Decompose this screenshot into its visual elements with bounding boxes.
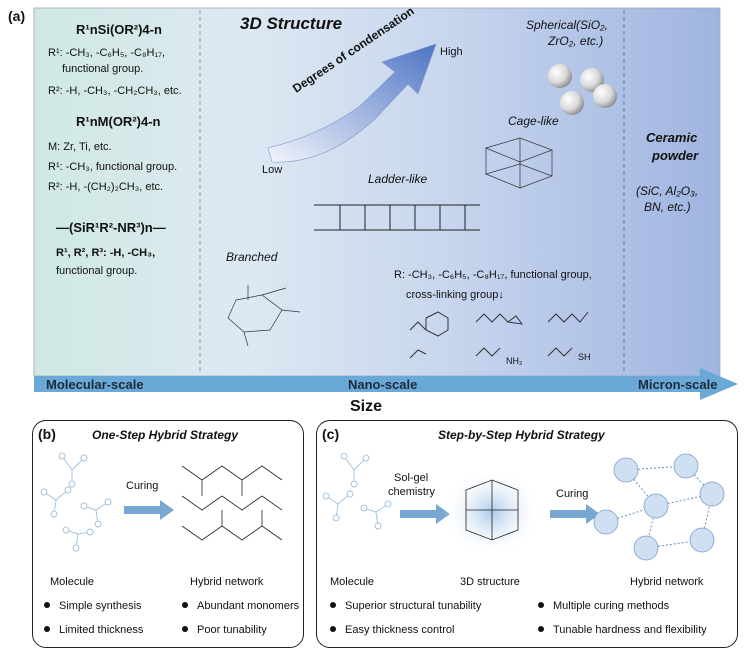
bullet-c-4: Tunable hardness and flexibility [538,624,707,636]
formula-silazane: —(SiR¹R²-NR³)n— [56,220,166,235]
size-arrow [34,368,738,400]
panel-b-graphics [40,452,283,552]
sphere [593,84,617,108]
sphere [560,91,584,115]
solgel-label: Sol-gel [394,472,429,484]
nh2-label: NH₂ [506,356,523,366]
panel-a-graphics [33,7,738,400]
branched-label: Branched [226,250,278,264]
formula-metal-m: M: Zr, Ti, etc. [48,141,112,153]
network-label-c: Hybrid network [630,576,704,588]
cage-structure [484,137,553,189]
curing-arrow-b [124,500,174,520]
ceramic-title: Ceramic [646,130,698,145]
formula-metal-r2: R²: -H, -(CH₂)₂CH₃, etc. [48,181,164,193]
bullet-c-1: Superior structural tunability [330,600,481,612]
solgel-label-2: chemistry [388,486,436,498]
panel-b-title: One-Step Hybrid Strategy [92,428,239,442]
curing-arrow-c [550,504,600,524]
formula-silazane-rb: functional group. [56,265,138,277]
ceramic-examples-2: BN, etc.) [644,200,691,214]
spherical-label-2: ZrO₂, etc.) [548,34,604,48]
curing-label-c: Curing [556,488,589,500]
hybrid-network-c [593,453,725,561]
molecule-label-c: Molecule [330,576,375,588]
ceramic-title-2: powder [652,148,699,163]
low-label: Low [262,164,283,176]
molecule-label-b: Molecule [50,576,95,588]
size-label: Size [350,398,383,415]
formula-silane-r1: R¹: -CH₃, -C₆H₅, -C₈H₁₇, [48,47,166,59]
curing-label-b: Curing [126,480,159,492]
network-label-b: Hybrid network [190,576,264,588]
sphere [580,68,604,92]
bullet-c-2: Multiple curing methods [538,600,669,612]
scale-molecular: Molecular-scale [46,377,144,392]
formula-metal-r1: R¹: -CH₃, functional group. [48,161,178,173]
ladder-label: Ladder-like [368,172,428,186]
cage-label: Cage-like [508,114,559,128]
formula-metal: R¹nM(OR²)4-n [76,114,161,129]
spherical-label: Spherical(SiO₂, [526,18,608,32]
bullet-c-3: Easy thickness control [330,624,454,636]
panel-a-background [34,8,720,376]
solgel-arrow [400,504,450,524]
3d-structure-c [465,479,519,541]
panel-b-label: (b) [38,426,56,442]
bullet-b-1: Simple synthesis [44,600,142,612]
condensation-arrow [267,43,437,163]
formula-silane-r2: R²: -H, -CH₃, -CH₂CH₃, etc. [48,85,182,97]
crosslink-text: cross-linking group↓ [406,289,504,301]
bullet-b-3: Limited thickness [44,624,143,636]
high-label: High [440,46,463,58]
r-groups-text: R: -CH₃, -C₆H₅, -C₈H₁₇, functional group… [394,269,592,281]
panel-c-title: Step-by-Step Hybrid Strategy [438,428,605,442]
bullet-b-4: Poor tunability [182,624,267,636]
formula-silazane-r: R¹, R², R³: -H, -CH₃, [56,247,156,259]
panel-c-label: (c) [322,426,340,442]
structure-label-c: 3D structure [460,576,520,588]
formula-silane: R¹nSi(OR²)4-n [76,22,162,37]
ceramic-examples: (SiC, Al₂O₃, [636,184,699,198]
panel-a-label: (a) [8,8,26,24]
branched-structure [227,285,301,347]
sphere [548,64,572,88]
hybrid-network-b [181,465,283,541]
sh-label: SH [578,352,591,362]
functional-groups [409,311,589,359]
panel-a-title: 3D Structure [240,14,343,33]
scale-micron: Micron-scale [638,377,718,392]
scale-nano: Nano-scale [348,377,418,392]
bullet-b-2: Abundant monomers [182,600,299,612]
formula-silane-r1b: functional group. [62,63,144,75]
ladder-structure [314,204,480,231]
panel-c-graphics [322,452,725,561]
